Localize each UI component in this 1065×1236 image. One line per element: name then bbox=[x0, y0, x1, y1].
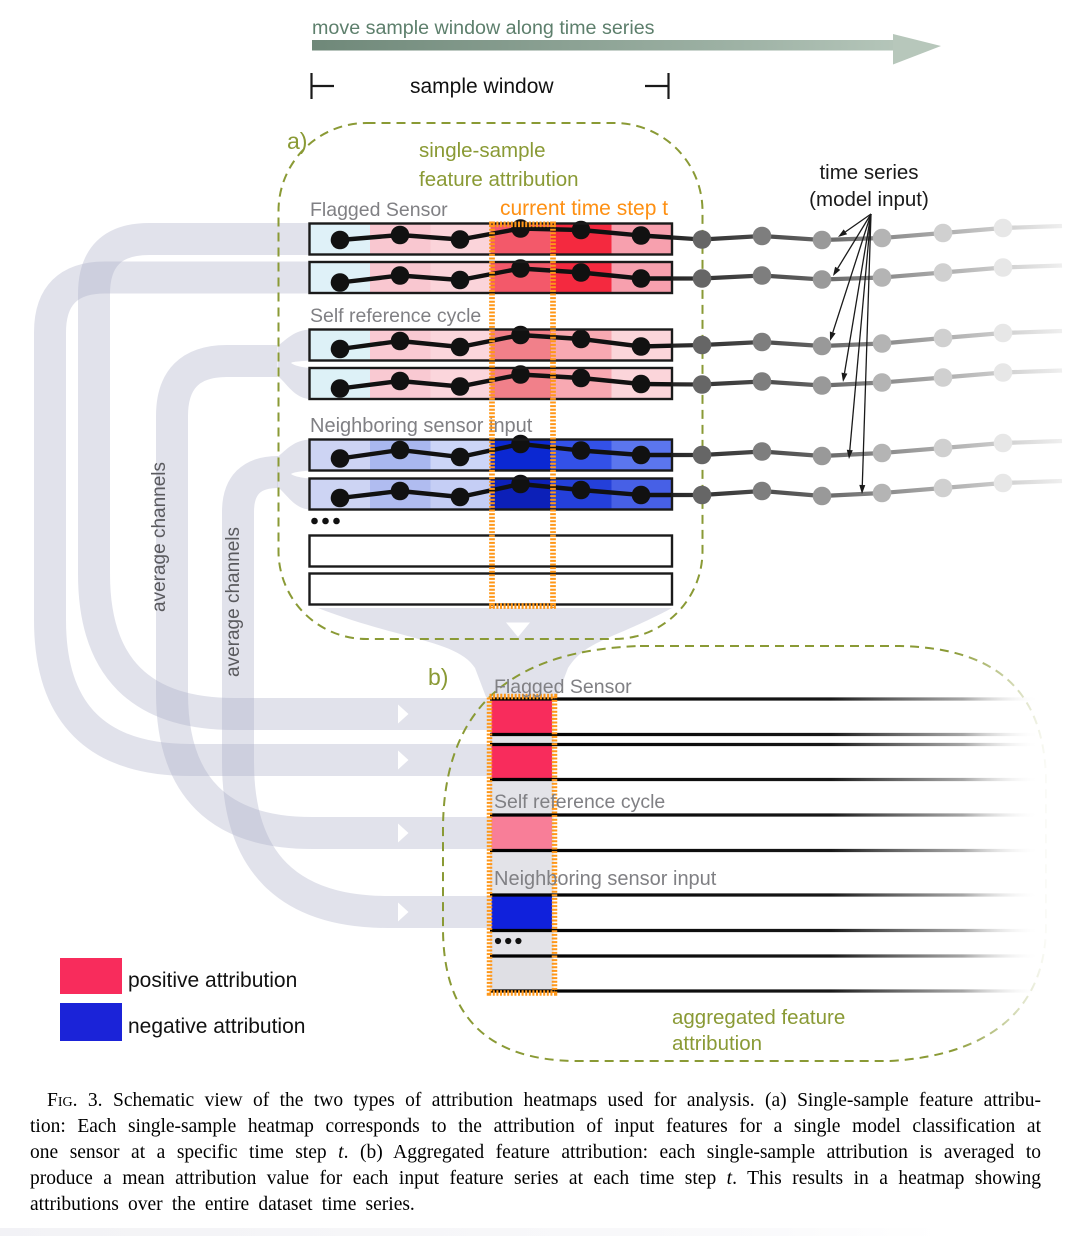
svg-text:Self reference cycle: Self reference cycle bbox=[494, 791, 665, 813]
svg-text:move sample window along time: move sample window along time series bbox=[312, 17, 655, 39]
svg-text:Self reference cycle: Self reference cycle bbox=[310, 305, 481, 327]
svg-text:feature attribution: feature attribution bbox=[419, 168, 579, 191]
svg-text:average channels: average channels bbox=[223, 527, 244, 677]
svg-text:positive attribution: positive attribution bbox=[128, 969, 297, 992]
svg-text:b): b) bbox=[428, 664, 448, 690]
svg-text:Neighboring sensor input: Neighboring sensor input bbox=[494, 868, 717, 890]
svg-text:(model input): (model input) bbox=[809, 188, 929, 211]
svg-text:Flagged Sensor: Flagged Sensor bbox=[310, 199, 448, 221]
svg-text:attribution: attribution bbox=[672, 1032, 762, 1055]
svg-text:negative attribution: negative attribution bbox=[128, 1015, 305, 1038]
svg-text:Neighboring sensor input: Neighboring sensor input bbox=[310, 415, 533, 437]
svg-text:sample window: sample window bbox=[410, 75, 554, 98]
svg-text:current time step t: current time step t bbox=[500, 197, 668, 220]
svg-text:aggregated feature: aggregated feature bbox=[672, 1006, 845, 1029]
svg-text:average channels: average channels bbox=[149, 462, 170, 612]
svg-text:single-sample: single-sample bbox=[419, 139, 545, 162]
svg-text:Flagged Sensor: Flagged Sensor bbox=[494, 676, 632, 698]
svg-text:time series: time series bbox=[819, 161, 918, 184]
svg-text:a): a) bbox=[287, 128, 307, 154]
